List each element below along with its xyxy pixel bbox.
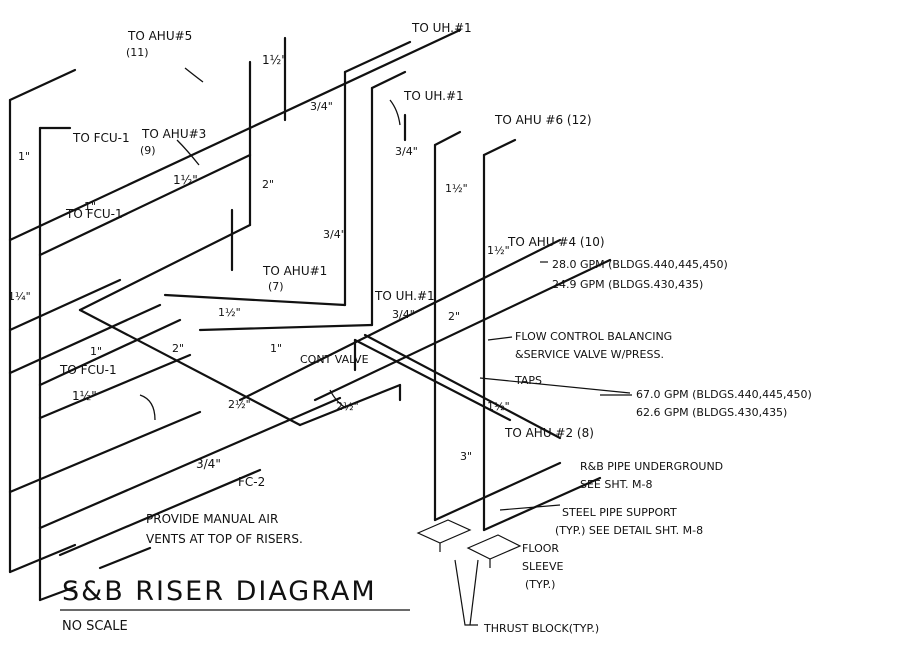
valve-note-1: FLOW CONTROL BALANCING [515, 330, 672, 343]
label-to-uh1-mid: TO UH.#1 [403, 89, 464, 103]
size-1h-ahu4: 1½" [487, 244, 510, 257]
size-3q-fc2: 3/4" [196, 457, 221, 471]
label-ahu3-num: (9) [140, 144, 156, 157]
underground-note-1: R&B PIPE UNDERGROUND [580, 460, 723, 473]
label-to-fcu1-a: TO FCU-1 [72, 131, 130, 145]
underground-note-2: SEE SHT. M-8 [580, 478, 653, 491]
label-to-ahu6: TO AHU #6 (12) [494, 113, 592, 127]
size-3q-c: 3/4" [323, 228, 346, 241]
label-to-uh1-low: TO UH.#1 [374, 289, 435, 303]
flow-note-b-1: 67.0 GPM (BLDGS.440,445,450) [636, 388, 812, 401]
label-to-ahu4: TO AHU #4 (10) [507, 235, 605, 249]
title-block: S&B RISER DIAGRAM NO SCALE [60, 576, 410, 634]
labels: TO AHU#5 (11) TO UH.#1 TO UH.#1 TO AHU #… [8, 21, 812, 635]
vents-note-2: VENTS AT TOP OF RISERS. [146, 532, 303, 546]
label-ahu1-num: (7) [268, 280, 284, 293]
flow-note-a-2: 24.9 GPM (BLDGS.430,435) [552, 278, 703, 291]
diagram-title: S&B RISER DIAGRAM [62, 576, 377, 607]
size-1-ctl: 1" [270, 342, 282, 355]
size-3q-a: 3/4" [310, 100, 333, 113]
label-to-ahu3: TO AHU#3 [141, 127, 206, 141]
size-2-b: 2" [448, 310, 460, 323]
size-1h-fcu: 1½" [72, 389, 97, 403]
thrust-blocks [416, 519, 522, 568]
support-note-2: (TYP.) SEE DETAIL SHT. M-8 [555, 524, 703, 537]
size-3: 3" [460, 450, 472, 463]
label-to-fcu1-c: TO FCU-1 [59, 363, 117, 377]
label-to-uh1-top: TO UH.#1 [411, 21, 472, 35]
valve-note-2: &SERVICE VALVE W/PRESS. [515, 348, 664, 361]
flow-note-b-2: 62.6 GPM (BLDGS.430,435) [636, 406, 787, 419]
diagram-subtitle: NO SCALE [62, 619, 128, 634]
size-1h-ahu3: 1½" [173, 173, 198, 187]
flow-note-a-1: 28.0 GPM (BLDGS.440,445,450) [552, 258, 728, 271]
size-2-c: 2" [172, 342, 184, 355]
pipe-size-ticks [139, 67, 401, 421]
valve-note-3: TAPS [514, 374, 542, 387]
label-to-ahu2: TO AHU #2 (8) [504, 426, 594, 440]
label-to-fcu1-b: TO FCU-1 [65, 207, 123, 221]
size-3q-b: 3/4" [395, 145, 418, 158]
label-to-ahu1: TO AHU#1 [262, 264, 327, 278]
vents-note-1: PROVIDE MANUAL AIR [146, 512, 278, 526]
size-1q-left: 1¼" [8, 290, 31, 303]
size-1h-ahu2: 1½" [487, 400, 510, 413]
label-fc2: FC-2 [238, 475, 265, 489]
size-1-left: 1" [18, 150, 30, 163]
size-1h-ahu1: 1½" [218, 306, 241, 319]
floor-sleeve-3: (TYP.) [525, 578, 555, 591]
size-1h-top: 1½" [262, 53, 287, 67]
size-1-b: 1" [90, 345, 102, 358]
label-to-ahu5: TO AHU#5 [127, 29, 192, 43]
size-3q-uh: 3/4" [392, 308, 415, 321]
size-1h-ahu6: 1½" [445, 182, 468, 195]
label-cont-valve: CONT VALVE [300, 353, 369, 366]
size-2-a: 2" [262, 178, 274, 191]
support-note-1: STEEL PIPE SUPPORT [562, 506, 677, 519]
pipe-network [8, 28, 612, 602]
thrust-block-note: THRUST BLOCK(TYP.) [483, 622, 599, 635]
size-2h-a: 2½" [228, 398, 251, 411]
label-ahu5-num: (11) [126, 46, 149, 59]
leader-lines [454, 261, 632, 626]
floor-sleeve-2: SLEEVE [522, 560, 564, 573]
size-2h-b: 2½" [336, 400, 359, 413]
size-1-fcu: 1" [84, 200, 96, 213]
floor-sleeve-1: FLOOR [522, 542, 559, 555]
